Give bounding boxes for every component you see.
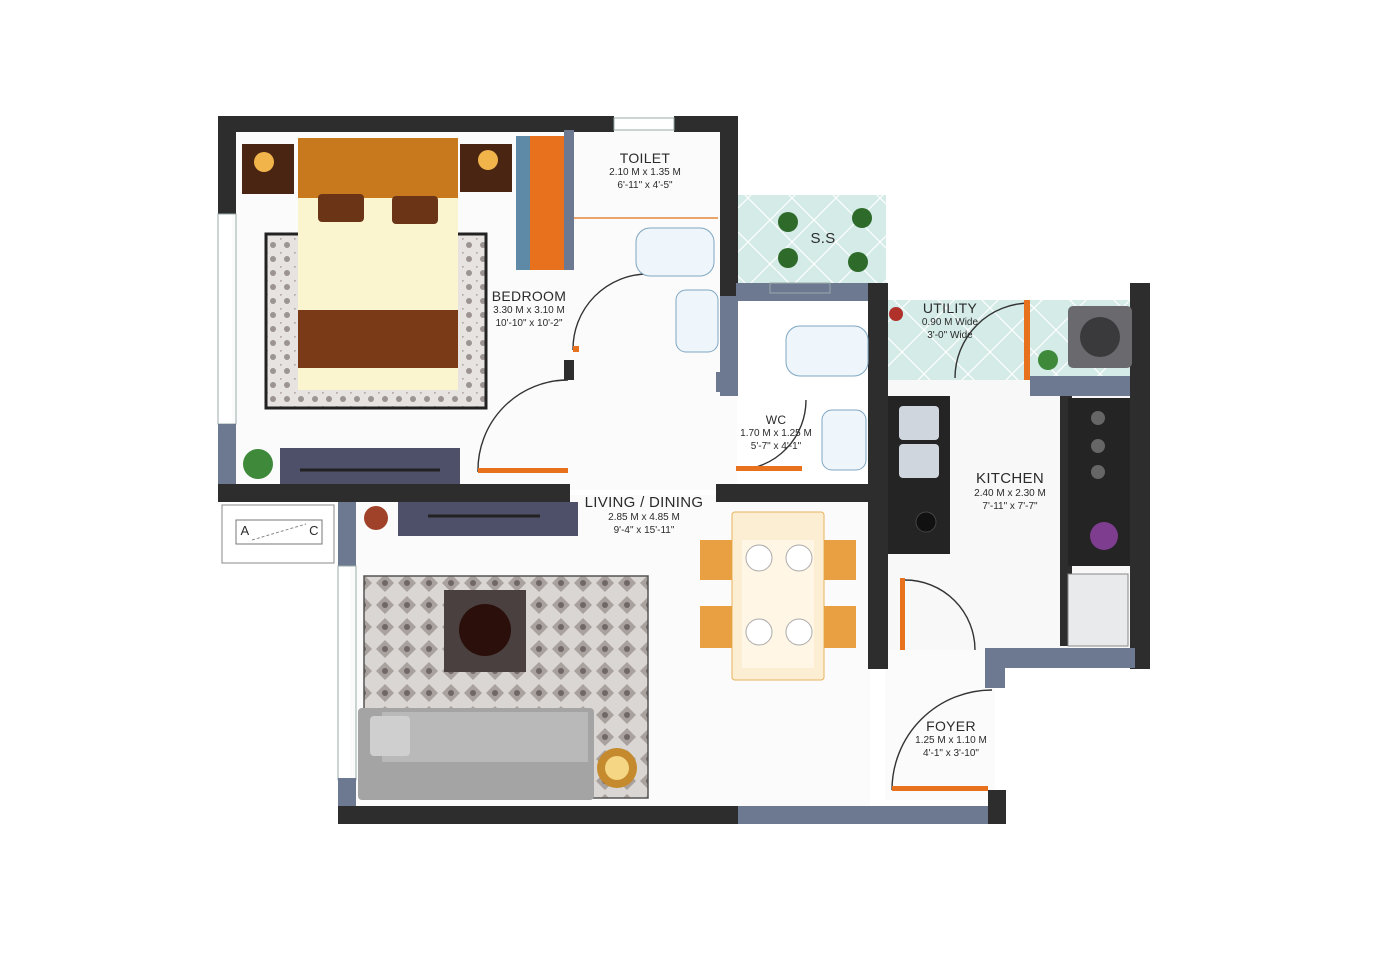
room-label-foyer: FOYER 1.25 M x 1.10 M 4'-1" x 3'-10" [906, 718, 996, 760]
ac-c-text: C [309, 523, 319, 538]
kitchen-size-ft: 7'-11" x 7'-7" [982, 501, 1038, 512]
wc-size-ft: 5'-7" x 4'-1" [750, 441, 802, 452]
kitchen-name: KITCHEN [976, 470, 1044, 487]
ac-unit [235, 519, 323, 545]
wc-name: WC [765, 413, 787, 427]
foyer-size-ft: 4'-1" x 3'-10" [923, 748, 979, 759]
room-label-utility: UTILITY 0.90 M Wide 3'-0" Wide [908, 300, 992, 342]
plant-icon [848, 252, 868, 272]
kitchen-size-m: 2.40 M x 2.30 M [974, 488, 1046, 499]
sink-icon [899, 406, 939, 440]
dining-chair-icon [700, 540, 732, 580]
toilet-size-ft: 6'-11" x 4'-5" [617, 180, 673, 191]
ac-label-c: C [307, 523, 321, 538]
foyer-size-m: 1.25 M x 1.10 M [915, 735, 987, 746]
utility-name: UTILITY [922, 300, 978, 316]
room-label-bedroom: BEDROOM 3.30 M x 3.10 M 10'-10" x 10'-2" [482, 288, 576, 330]
decor-plant-icon [364, 506, 388, 530]
bedroom-tv-unit [280, 448, 460, 484]
bed-throw [298, 310, 458, 368]
dining-chair-icon [824, 540, 856, 580]
stove-burner-icon [1091, 411, 1105, 425]
living-name: LIVING / DINING [584, 494, 704, 511]
bedroom-door-swing [477, 379, 569, 473]
bed-headboard [298, 138, 458, 198]
plant-icon [778, 212, 798, 232]
pillow-left-icon [318, 194, 364, 222]
dining-chair-icon [700, 606, 732, 648]
pan-icon [915, 511, 937, 533]
foyer-name: FOYER [926, 718, 976, 734]
lamp-left-icon [254, 152, 274, 172]
plant-icon [1038, 350, 1058, 370]
toilet-size-m: 2.10 M x 1.35 M [609, 167, 681, 178]
sink-icon [899, 444, 939, 478]
balcony-ss-label: S.S [796, 230, 850, 247]
toilet-door-swing [572, 273, 649, 351]
room-label-living: LIVING / DINING 2.85 M x 4.85 M 9'-4" x … [578, 494, 710, 537]
toilet-basin-icon [675, 289, 719, 353]
ac-a-text: A [240, 523, 250, 538]
bedroom-size-m: 3.30 M x 3.10 M [493, 305, 565, 316]
living-size-m: 2.85 M x 4.85 M [608, 512, 680, 523]
living-tv-unit [398, 502, 578, 536]
bedroom-furniture [242, 136, 564, 484]
stove-burner-icon [1091, 465, 1105, 479]
living-furniture [358, 502, 856, 800]
wc-size-m: 1.70 M x 1.25 M [740, 428, 812, 439]
ac-label-a: A [238, 523, 252, 538]
utility-size-ft: 3'-0" Wide [927, 330, 973, 341]
plant-icon [778, 248, 798, 268]
walls [217, 116, 1150, 824]
bedroom-name: BEDROOM [491, 288, 567, 304]
wc-commode-icon [785, 325, 869, 377]
sanitary-fixtures [574, 208, 872, 471]
fridge-icon [1067, 573, 1129, 647]
bedroom-size-ft: 10'-10" x 10'-2" [495, 318, 563, 329]
toilet-name: TOILET [619, 150, 671, 166]
room-label-wc: WC 1.70 M x 1.25 M 5'-7" x 4'-1" [736, 413, 816, 453]
kitchen-fixtures [888, 306, 1132, 647]
dining-chair-icon [824, 606, 856, 648]
wc-basin-icon [821, 409, 867, 471]
living-size-ft: 9'-4" x 15'-11" [613, 525, 675, 536]
plant-icon [243, 449, 273, 479]
utility-size-m: 0.90 M Wide [921, 317, 979, 328]
ss-text: S.S [810, 230, 836, 247]
stove-burner-icon [1091, 439, 1105, 453]
pillow-right-icon [392, 196, 438, 224]
toilet-commode-icon [635, 227, 715, 277]
room-label-toilet: TOILET 2.10 M x 1.35 M 6'-11" x 4'-5" [590, 150, 700, 192]
room-label-kitchen: KITCHEN 2.40 M x 2.30 M 7'-11" x 7'-7" [962, 470, 1058, 513]
plant-icon [889, 307, 903, 321]
fruit-bowl-icon [1090, 522, 1118, 550]
doors [477, 273, 1031, 791]
plant-icon [852, 208, 872, 228]
lamp-right-icon [478, 150, 498, 170]
